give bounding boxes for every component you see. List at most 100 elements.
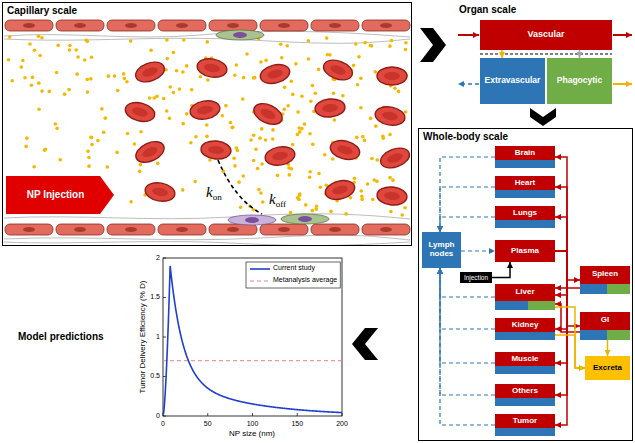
red-blood-cell	[258, 61, 292, 86]
nanoparticle	[303, 122, 307, 126]
tissue-fiber	[4, 235, 410, 240]
nanoparticle	[148, 96, 152, 100]
cell-nucleus	[125, 227, 137, 232]
red-blood-cell-center	[271, 151, 288, 162]
cell-nucleus	[227, 23, 239, 28]
nanoparticle	[289, 79, 293, 83]
nanoparticle	[288, 173, 292, 177]
red-blood-cell-center	[131, 106, 149, 118]
node-label: Brain	[515, 148, 535, 158]
nanoparticle	[307, 57, 311, 61]
nanoparticle	[96, 139, 100, 143]
nanoparticle	[37, 107, 41, 111]
lymph-flow-arrow	[440, 157, 495, 232]
nanoparticle	[75, 72, 79, 76]
nanoparticle	[361, 135, 365, 139]
organ-compartment: Brain	[495, 146, 555, 168]
cell-nucleus	[176, 23, 188, 28]
cell-nucleus	[380, 23, 392, 28]
nanoparticle	[400, 213, 404, 217]
nanoparticle	[90, 136, 94, 140]
axis-title: Tumor Delivery Efficiency (% D)	[138, 281, 147, 394]
nanoparticle	[85, 78, 89, 82]
nanoparticle	[235, 146, 239, 150]
nanoparticle	[397, 90, 401, 94]
nanoparticle	[105, 165, 109, 169]
red-blood-cell	[133, 58, 167, 85]
nanoparticle	[317, 172, 321, 176]
flow-arrow	[492, 262, 510, 277]
nanoparticle	[224, 104, 228, 108]
nanoparticle	[311, 142, 315, 146]
lymph-flow-arrow	[440, 187, 495, 232]
red-blood-cell	[200, 140, 231, 161]
nanoparticle	[333, 118, 337, 122]
nanoparticle	[308, 170, 312, 174]
cell-nucleus	[233, 32, 247, 38]
nanoparticle	[231, 125, 235, 129]
node-label: Excreta	[593, 364, 622, 373]
nanoparticle	[260, 162, 264, 166]
red-blood-cell	[258, 61, 292, 86]
nanoparticle	[133, 142, 137, 146]
endothelial-cell	[209, 20, 257, 31]
nanoparticle	[319, 185, 323, 189]
nanoparticle	[76, 55, 80, 59]
organ-compartment: Others	[495, 384, 555, 406]
nanoparticle	[89, 135, 93, 139]
nanoparticle	[23, 76, 27, 80]
red-blood-cell-center	[141, 66, 159, 79]
pericyte-cell	[216, 30, 264, 40]
nanoparticle	[353, 177, 357, 181]
node-label: Plasma	[511, 247, 539, 256]
nanoparticle	[304, 203, 308, 207]
nanoparticle	[38, 54, 42, 58]
nanoparticle	[317, 68, 321, 72]
nanoparticle	[189, 141, 193, 145]
nanoparticle	[389, 210, 393, 214]
axis-tick	[297, 413, 298, 416]
nanoparticle	[67, 88, 71, 92]
axis-tick	[342, 413, 343, 416]
nanoparticle	[360, 198, 364, 202]
axis-title: NP size (nm)	[229, 429, 275, 438]
red-blood-cell	[200, 140, 231, 161]
nanoparticle	[33, 48, 37, 52]
axis-tick	[163, 337, 166, 338]
nanoparticle	[253, 76, 257, 80]
nanoparticle	[205, 135, 209, 139]
node-label: Spleen	[592, 269, 618, 279]
node-label: Phagocytic	[557, 76, 602, 85]
nanoparticle	[371, 198, 375, 202]
nanoparticle	[241, 174, 245, 178]
nanoparticle	[329, 210, 333, 214]
node-label: Lymph nodes	[424, 241, 459, 259]
membrane-line	[480, 54, 612, 55]
nanoparticle	[89, 77, 93, 81]
nanoparticle	[156, 162, 160, 166]
nanoparticle	[390, 39, 394, 43]
nanoparticle	[100, 107, 104, 111]
nanoparticle	[74, 48, 78, 52]
flow-arrow	[555, 217, 567, 251]
nanoparticle	[190, 88, 194, 92]
nanoparticle	[230, 126, 234, 130]
flow-arrow	[555, 157, 567, 251]
flow-arrow	[555, 187, 567, 251]
nanoparticle	[43, 148, 47, 152]
red-blood-cell	[196, 57, 229, 80]
nanoparticle	[194, 135, 198, 139]
endothelial-cell	[362, 224, 410, 235]
scale-panel: Organ scaleVascularExtravascularPhagocyt…	[455, 2, 633, 108]
endothelial-cell	[260, 224, 308, 235]
red-blood-cell	[321, 56, 355, 83]
nanoparticle	[168, 117, 172, 121]
nanoparticle	[271, 137, 275, 141]
endothelial-cell	[260, 20, 308, 31]
node-label: Extravascular	[485, 76, 541, 85]
nanoparticle	[257, 188, 261, 192]
red-blood-cell	[376, 186, 407, 207]
tick-label: 50	[204, 420, 212, 428]
red-blood-cell	[321, 56, 355, 83]
red-blood-cell	[374, 105, 407, 128]
